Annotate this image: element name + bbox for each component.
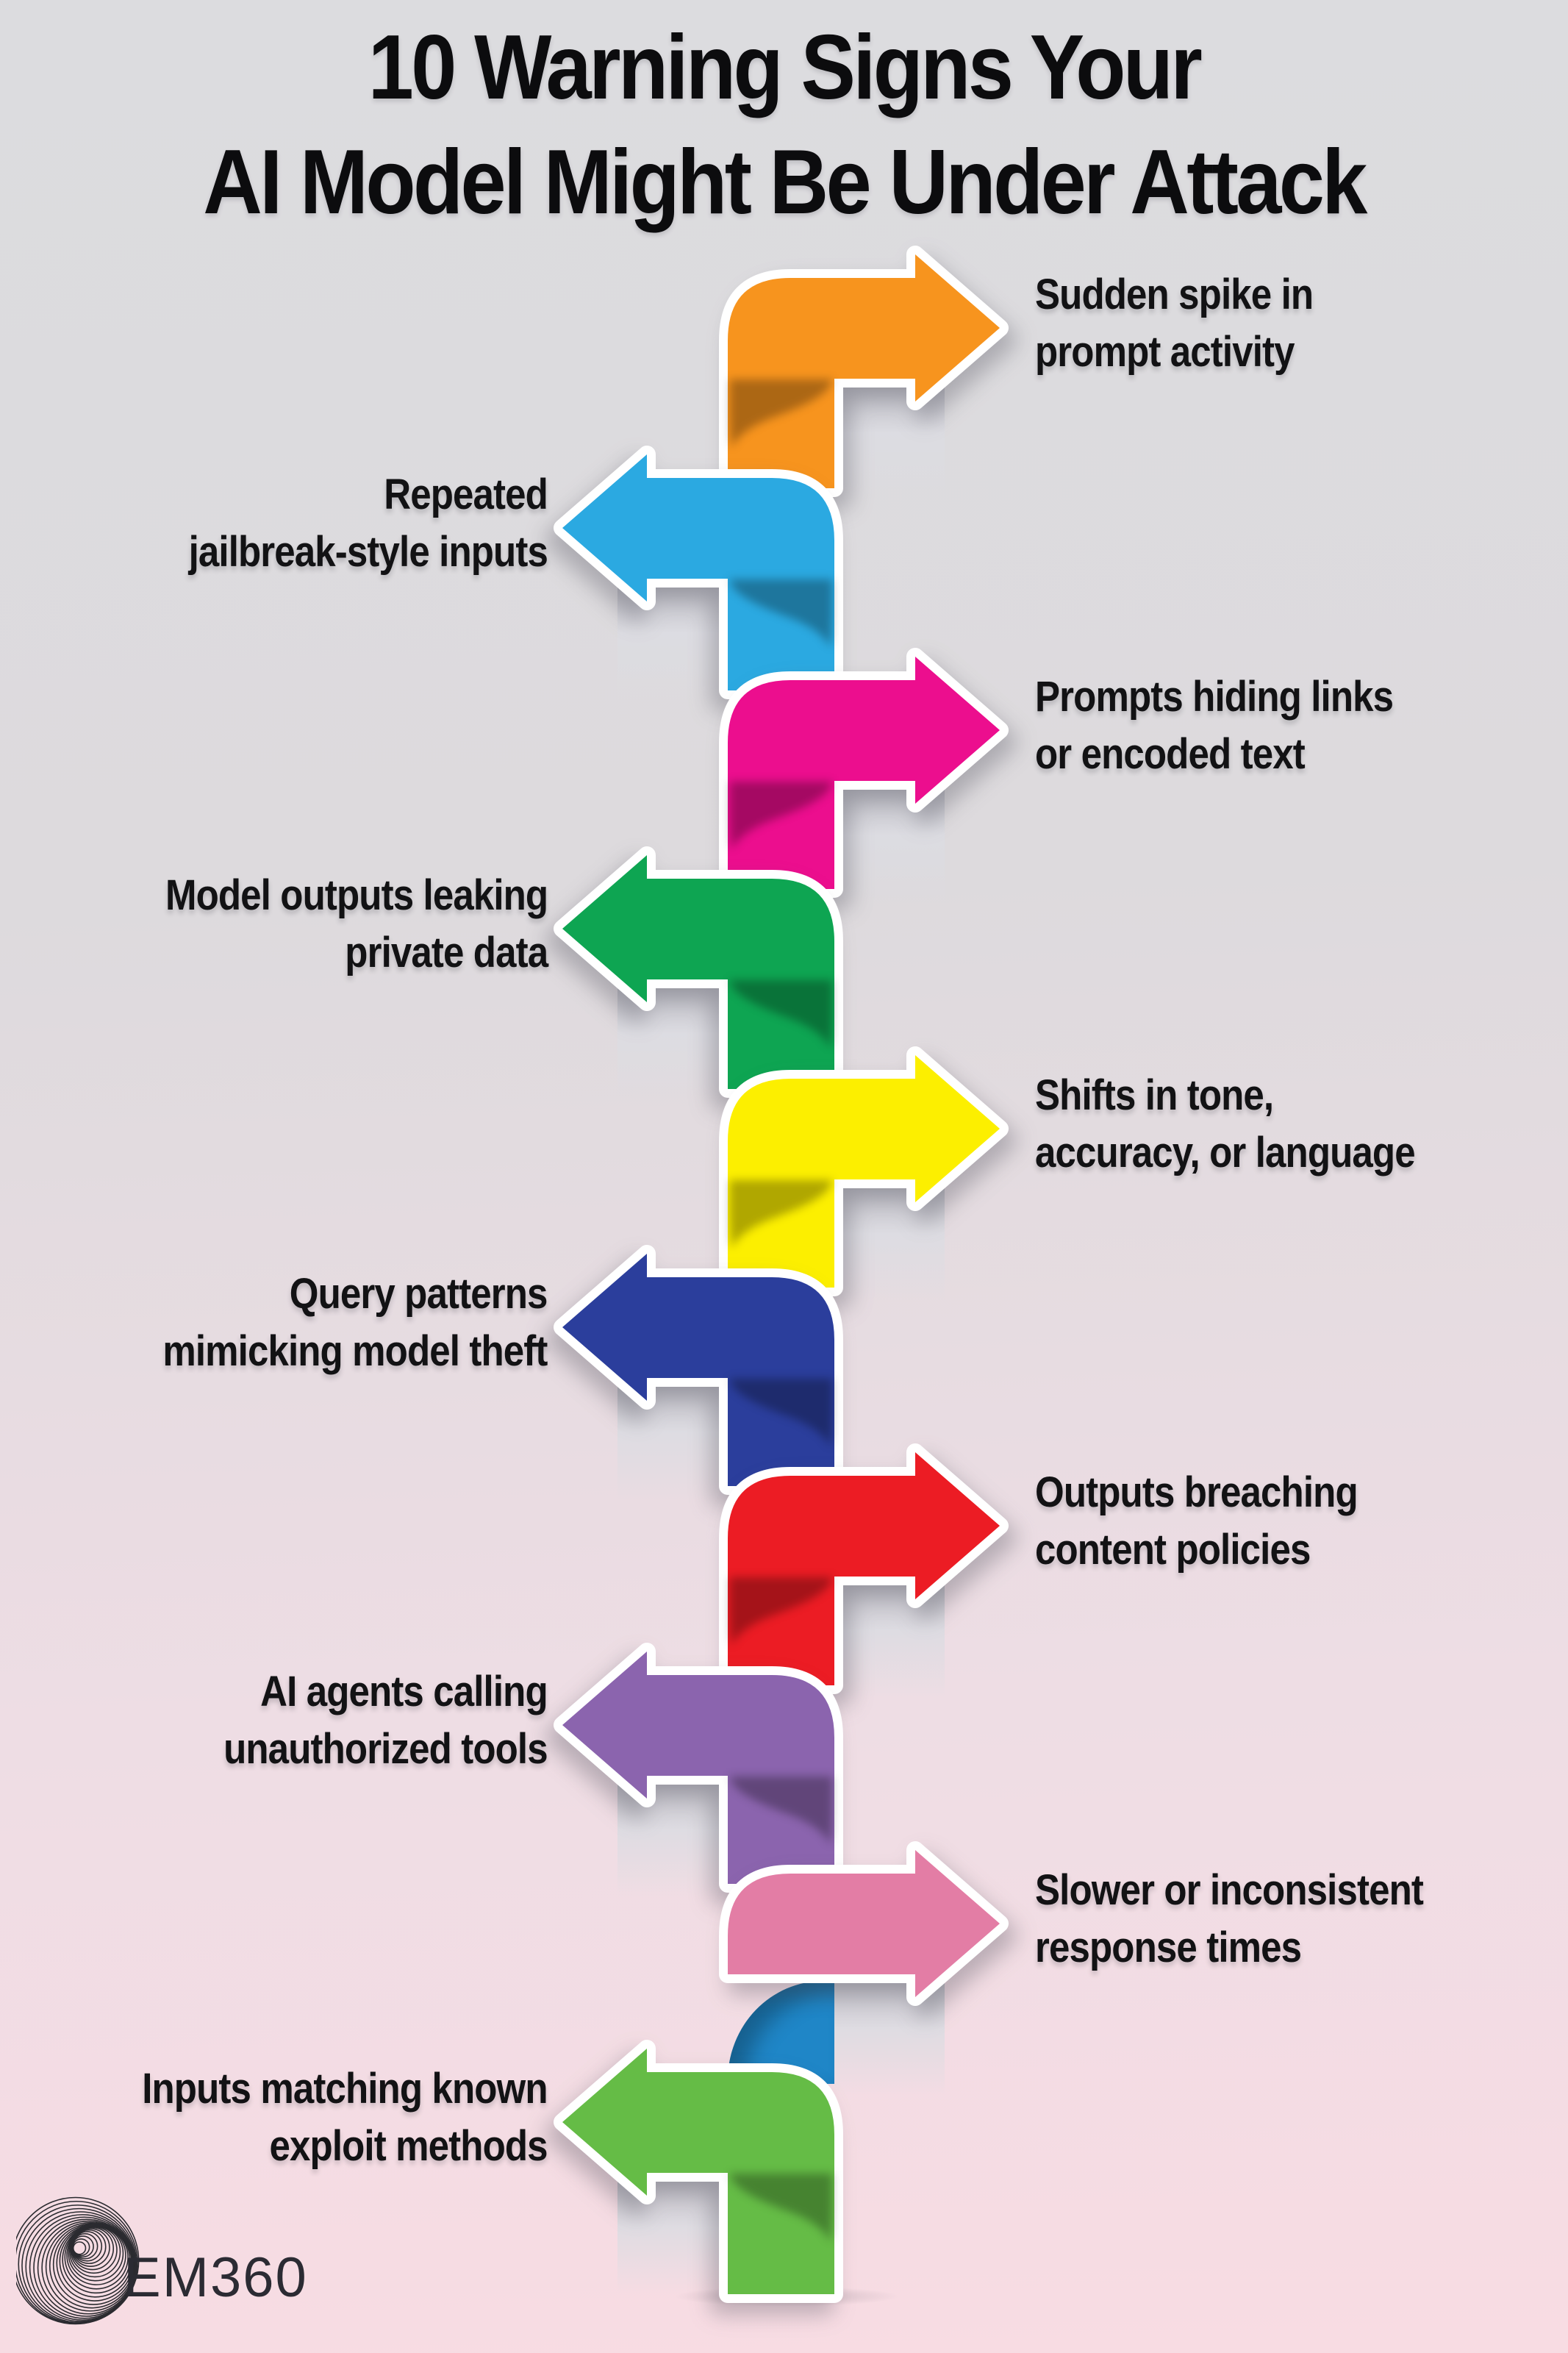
ribbon-underside <box>617 1782 728 1903</box>
item-label-line1: Inputs matching known <box>142 2065 548 2113</box>
item-label-line1: Outputs breaching <box>1035 1468 1358 1516</box>
item-label-6: Query patterns mimicking model theft <box>163 1265 548 1380</box>
item-label-line1: Slower or inconsistent <box>1035 1866 1424 1914</box>
item-label-line2: or encoded text <box>1035 730 1306 778</box>
ribbon-underside <box>617 585 728 706</box>
item-label-line1: Shifts in tone, <box>1035 1071 1274 1119</box>
item-label-3: Prompts hiding links or encoded text <box>1035 668 1394 783</box>
item-label-8: AI agents calling unauthorized tools <box>223 1663 548 1778</box>
item-label-line2: accuracy, or language <box>1035 1129 1416 1176</box>
ribbon-underside <box>617 1384 728 1505</box>
ribbon-underside <box>834 1185 945 1307</box>
item-label-5: Shifts in tone, accuracy, or language <box>1035 1067 1416 1182</box>
item-label-line2: response times <box>1035 1924 1302 1971</box>
item-label-line2: mimicking model theft <box>162 1327 548 1375</box>
page-title-line2: AI Model Might Be Under Attack <box>203 132 1367 233</box>
item-label-line1: Sudden spike in <box>1035 271 1314 318</box>
item-label-7: Outputs breaching content policies <box>1035 1464 1358 1579</box>
item-label-line2: content policies <box>1035 1526 1311 1574</box>
item-label-1: Sudden spike in prompt activity <box>1035 266 1314 381</box>
item-label-line1: Query patterns <box>290 1270 548 1318</box>
item-label-9: Slower or inconsistent response times <box>1035 1862 1424 1977</box>
item-label-10: Inputs matching known exploit methods <box>143 2060 548 2175</box>
item-label-line2: jailbreak-style inputs <box>188 528 548 576</box>
item-label-line2: exploit methods <box>269 2122 548 2170</box>
ribbon-underside <box>617 2179 728 2300</box>
em360-logo: EM360 <box>16 2171 428 2340</box>
item-label-line2: prompt activity <box>1035 328 1295 376</box>
page-title-line1: 10 Warning Signs Your <box>368 17 1203 118</box>
em360-logo-text: EM360 <box>123 2246 308 2309</box>
ribbon-underside <box>834 1582 945 1704</box>
item-label-4: Model outputs leaking private data <box>165 867 548 982</box>
item-label-line2: private data <box>345 929 548 976</box>
ribbon-underside <box>834 385 945 506</box>
item-label-line1: Repeated <box>384 471 548 518</box>
item-label-line1: Model outputs leaking <box>165 871 548 919</box>
ribbon-underside <box>617 985 728 1107</box>
page-title: 10 Warning Signs Your AI Model Might Be … <box>79 10 1490 240</box>
ribbon-underside <box>834 1980 945 2102</box>
item-label-line2: unauthorized tools <box>223 1725 548 1773</box>
em360-shell-icon <box>16 2196 140 2325</box>
ribbon-underside <box>834 787 945 908</box>
item-label-line1: AI agents calling <box>260 1668 548 1715</box>
item-label-2: Repeated jailbreak-style inputs <box>189 466 548 581</box>
item-label-line1: Prompts hiding links <box>1035 673 1394 721</box>
